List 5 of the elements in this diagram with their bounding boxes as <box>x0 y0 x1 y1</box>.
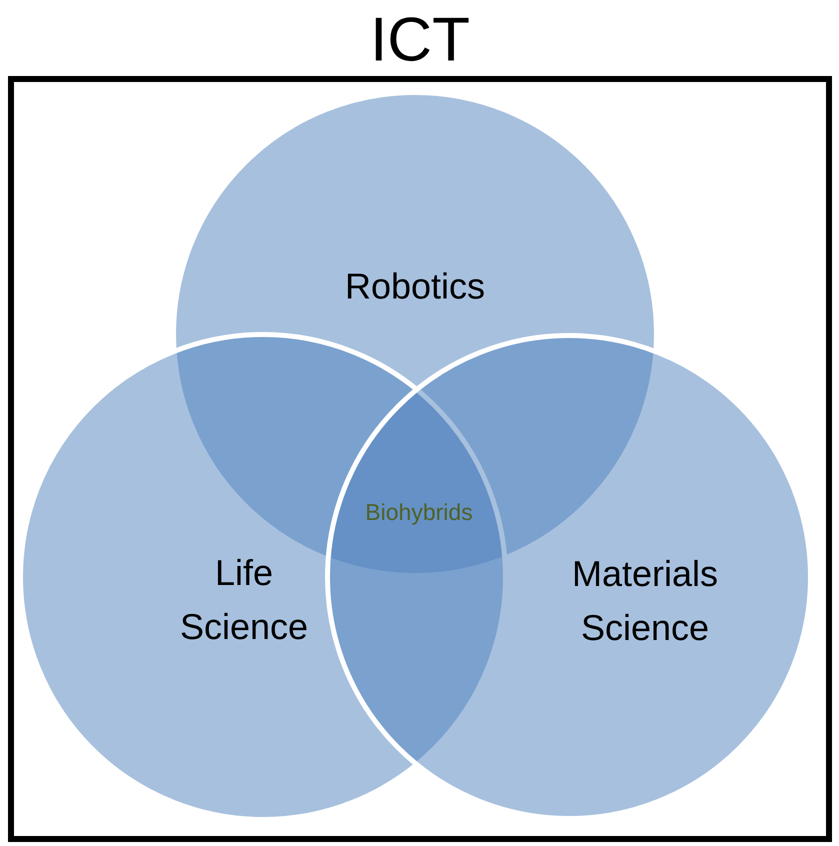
overlap-label: Biohybrids <box>365 498 473 526</box>
frame-title: ICT <box>370 4 470 76</box>
set-label: Life Science <box>180 551 308 649</box>
set-label: Materials Science <box>572 552 718 650</box>
set-label: Robotics <box>344 265 486 307</box>
